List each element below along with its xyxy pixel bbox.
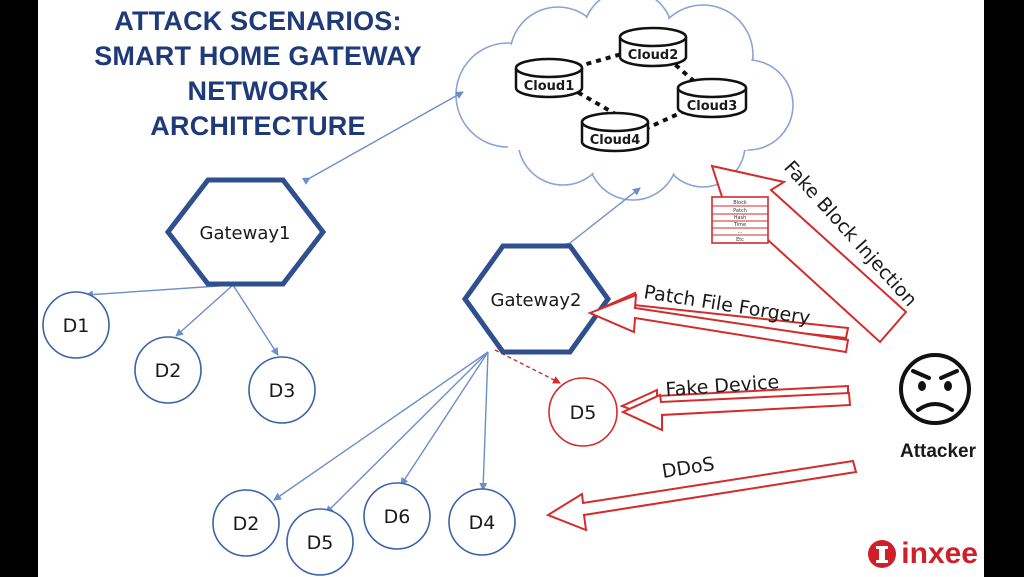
device-label: D2	[155, 360, 182, 382]
gateway-1: Gateway1	[164, 177, 327, 287]
title-line: SMART HOME GATEWAY	[94, 41, 422, 71]
block-field: Time	[733, 222, 746, 228]
device-node: D5	[286, 508, 354, 576]
cloud-label: Cloud3	[687, 99, 738, 114]
cloud-label: Cloud2	[628, 48, 679, 63]
link-gateway1-d2	[175, 284, 234, 337]
brand-name: inxee	[901, 537, 978, 570]
gateway-2: Gateway2	[461, 243, 612, 355]
cloud-node-4: Cloud4	[580, 111, 650, 153]
block-field: Etc	[736, 237, 744, 243]
link-gateway2-d5	[325, 351, 489, 514]
gateway-label: Gateway2	[491, 290, 582, 311]
attack-arrow-ddos	[545, 459, 858, 532]
cloud-node-2: Cloud2	[618, 26, 688, 68]
link-gateway2-fake-d5	[494, 349, 561, 384]
cloud-node-3: Cloud3	[676, 77, 748, 119]
attack-label-ddos: DDoS	[660, 453, 716, 483]
device-label: D1	[63, 315, 90, 337]
network-links	[85, 91, 641, 514]
device-node: D3	[248, 356, 316, 424]
attack-arrow-fake-device	[619, 384, 852, 432]
block-field: ...	[738, 229, 743, 235]
device-label: D2	[233, 513, 260, 535]
cloud-label: Cloud4	[590, 133, 641, 148]
fake-block-document: Block Patch Hash Time ... Etc	[711, 196, 769, 244]
device-node: D2	[212, 489, 280, 557]
gateway-label: Gateway1	[200, 223, 291, 244]
attack-arrow-patch-forgery	[587, 291, 850, 354]
block-field: Patch	[733, 208, 747, 214]
device-label: D3	[269, 380, 296, 402]
link-gateway1-d3	[232, 284, 279, 356]
device-node: D6	[363, 482, 431, 550]
device-label: D6	[384, 506, 411, 528]
network-diagram: Cloud1 Cloud2 Cloud3 Cloud4	[42, 0, 977, 576]
block-field: Hash	[734, 215, 747, 221]
inxee-logo-icon	[868, 540, 897, 568]
device-node: D2	[134, 336, 202, 404]
device-label: D5	[307, 532, 334, 554]
diagram-stage: ATTACK SCENARIOS: SMART HOME GATEWAY NET…	[38, 0, 984, 577]
cloud-node-1: Cloud1	[514, 57, 584, 99]
cloud-label: Cloud1	[524, 79, 575, 94]
link-gateway2-d6	[400, 351, 489, 486]
brand-logo: inxee	[867, 537, 978, 571]
link-gateway1-d1	[85, 284, 234, 299]
attacker-label: Attacker	[900, 441, 977, 462]
device-label: D4	[469, 512, 496, 534]
link-gateway2-d2	[273, 351, 489, 501]
fake-device-node: D5	[548, 377, 618, 447]
link-gateway2-d4	[479, 351, 489, 491]
device-label: D5	[570, 402, 597, 424]
link-gateway2-cloud	[562, 187, 641, 251]
link-gateway1-cloud	[301, 91, 464, 185]
device-node: D4	[448, 488, 516, 556]
title-line: ATTACK SCENARIOS:	[114, 6, 402, 36]
device-node: D1	[42, 291, 110, 359]
block-field: Block	[733, 200, 747, 206]
attacker-face-icon	[899, 353, 971, 425]
